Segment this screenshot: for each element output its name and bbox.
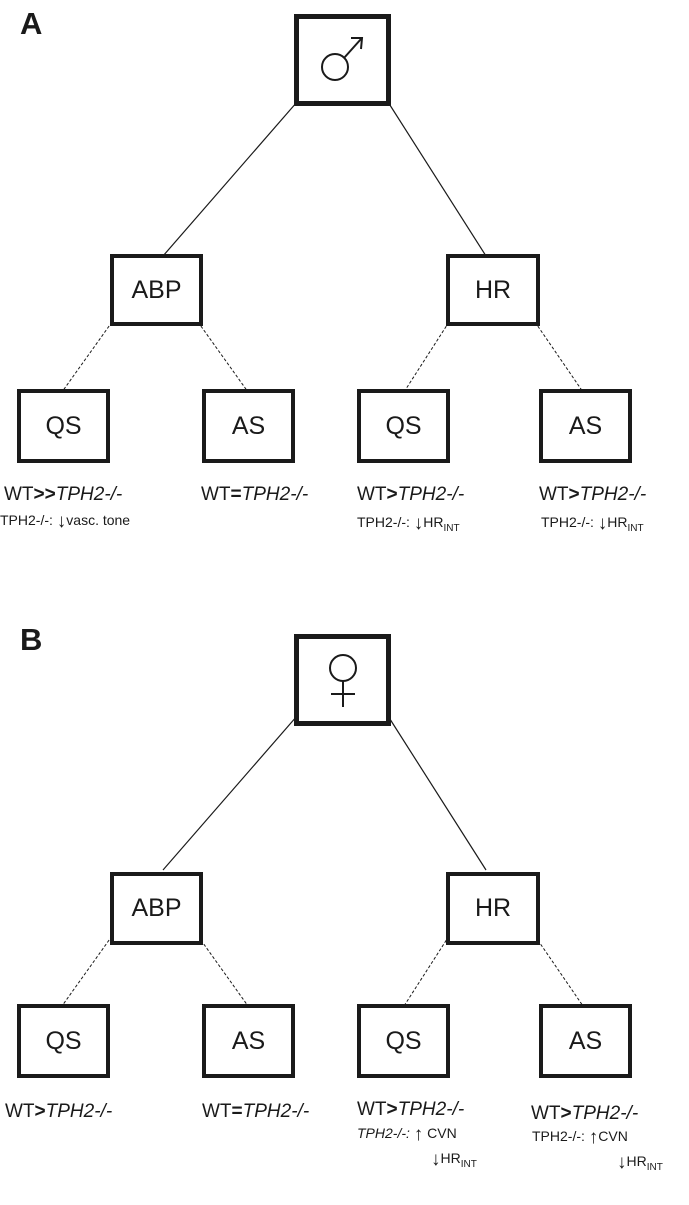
connector-hr-qs bbox=[403, 935, 450, 1007]
abp-as-node: AS bbox=[202, 1004, 295, 1078]
hr-as-node: AS bbox=[539, 389, 632, 463]
up-arrow-icon: ↑ bbox=[588, 1127, 599, 1148]
comparison-hr-as: WT>TPH2-/- bbox=[531, 1103, 639, 1124]
female-symbol-icon bbox=[328, 654, 357, 707]
connector-sex-hr bbox=[387, 101, 487, 257]
abp-qs-node: QS bbox=[17, 389, 110, 463]
note-hr-as-line2: ↓HRINT bbox=[617, 1152, 663, 1173]
comparison-abp-as: WT=TPH2-/- bbox=[202, 1101, 310, 1122]
abp-node: ABP bbox=[110, 254, 203, 326]
note-abp-qs: TPH2-/-: ↓vasc. tone bbox=[0, 511, 131, 532]
up-arrow-icon: ↑ bbox=[413, 1124, 424, 1145]
comparison-abp-qs: WT>TPH2-/- bbox=[5, 1101, 113, 1122]
down-arrow-icon: ↓ bbox=[413, 513, 424, 534]
connector-abp-qs bbox=[61, 321, 113, 393]
tree-connectors bbox=[61, 101, 584, 393]
note-hr-qs-line1: TPH2-/-: ↑ CVN bbox=[357, 1124, 457, 1145]
panel-letter: B bbox=[20, 622, 43, 657]
comparison-hr-qs: WT>TPH2-/- bbox=[357, 484, 465, 505]
female-symbol-box bbox=[294, 634, 391, 726]
hr-as-node: AS bbox=[539, 1004, 632, 1078]
hr-node: HR bbox=[446, 872, 540, 945]
male-symbol-box bbox=[294, 14, 391, 106]
note-hr-qs-line2: ↓HRINT bbox=[431, 1149, 477, 1170]
panel-b: B ABP HR QS AS QS AS WT>TPH2-/- WT=TPH2-… bbox=[0, 614, 689, 1205]
connector-abp-as bbox=[197, 321, 249, 393]
abp-qs-node: QS bbox=[17, 1004, 110, 1078]
panel-letter: A bbox=[20, 6, 43, 41]
hr-qs-node: QS bbox=[357, 1004, 450, 1078]
male-symbol-icon bbox=[320, 37, 363, 81]
note-hr-as: TPH2-/-: ↓HRINT bbox=[541, 513, 644, 534]
hr-node: HR bbox=[446, 254, 540, 326]
connector-sex-abp bbox=[162, 715, 298, 871]
tree-connectors bbox=[61, 715, 584, 1007]
comparison-hr-as: WT>TPH2-/- bbox=[539, 484, 647, 505]
down-arrow-icon: ↓ bbox=[617, 1152, 627, 1173]
connector-abp-as bbox=[197, 935, 249, 1007]
down-arrow-icon: ↓ bbox=[597, 513, 608, 534]
note-hr-as-line1: TPH2-/-: ↑CVN bbox=[532, 1127, 628, 1148]
panel-a: A ABP HR QS AS QS AS WT>>TPH2-/- WT=TPH2… bbox=[0, 0, 689, 591]
connector-hr-qs bbox=[403, 321, 450, 393]
comparison-hr-qs: WT>TPH2-/- bbox=[357, 1099, 465, 1120]
hr-qs-node: QS bbox=[357, 389, 450, 463]
abp-as-node: AS bbox=[202, 389, 295, 463]
connector-sex-hr bbox=[387, 715, 487, 871]
connector-hr-as bbox=[534, 321, 584, 393]
abp-node: ABP bbox=[110, 872, 203, 945]
connector-sex-abp bbox=[162, 101, 298, 257]
comparison-abp-qs: WT>>TPH2-/- bbox=[4, 484, 123, 505]
comparison-abp-as: WT=TPH2-/- bbox=[201, 484, 309, 505]
connector-hr-as bbox=[534, 935, 584, 1007]
down-arrow-icon: ↓ bbox=[431, 1149, 441, 1170]
connector-abp-qs bbox=[61, 935, 113, 1007]
note-hr-qs: TPH2-/-: ↓HRINT bbox=[357, 513, 460, 534]
down-arrow-icon: ↓ bbox=[56, 511, 67, 532]
